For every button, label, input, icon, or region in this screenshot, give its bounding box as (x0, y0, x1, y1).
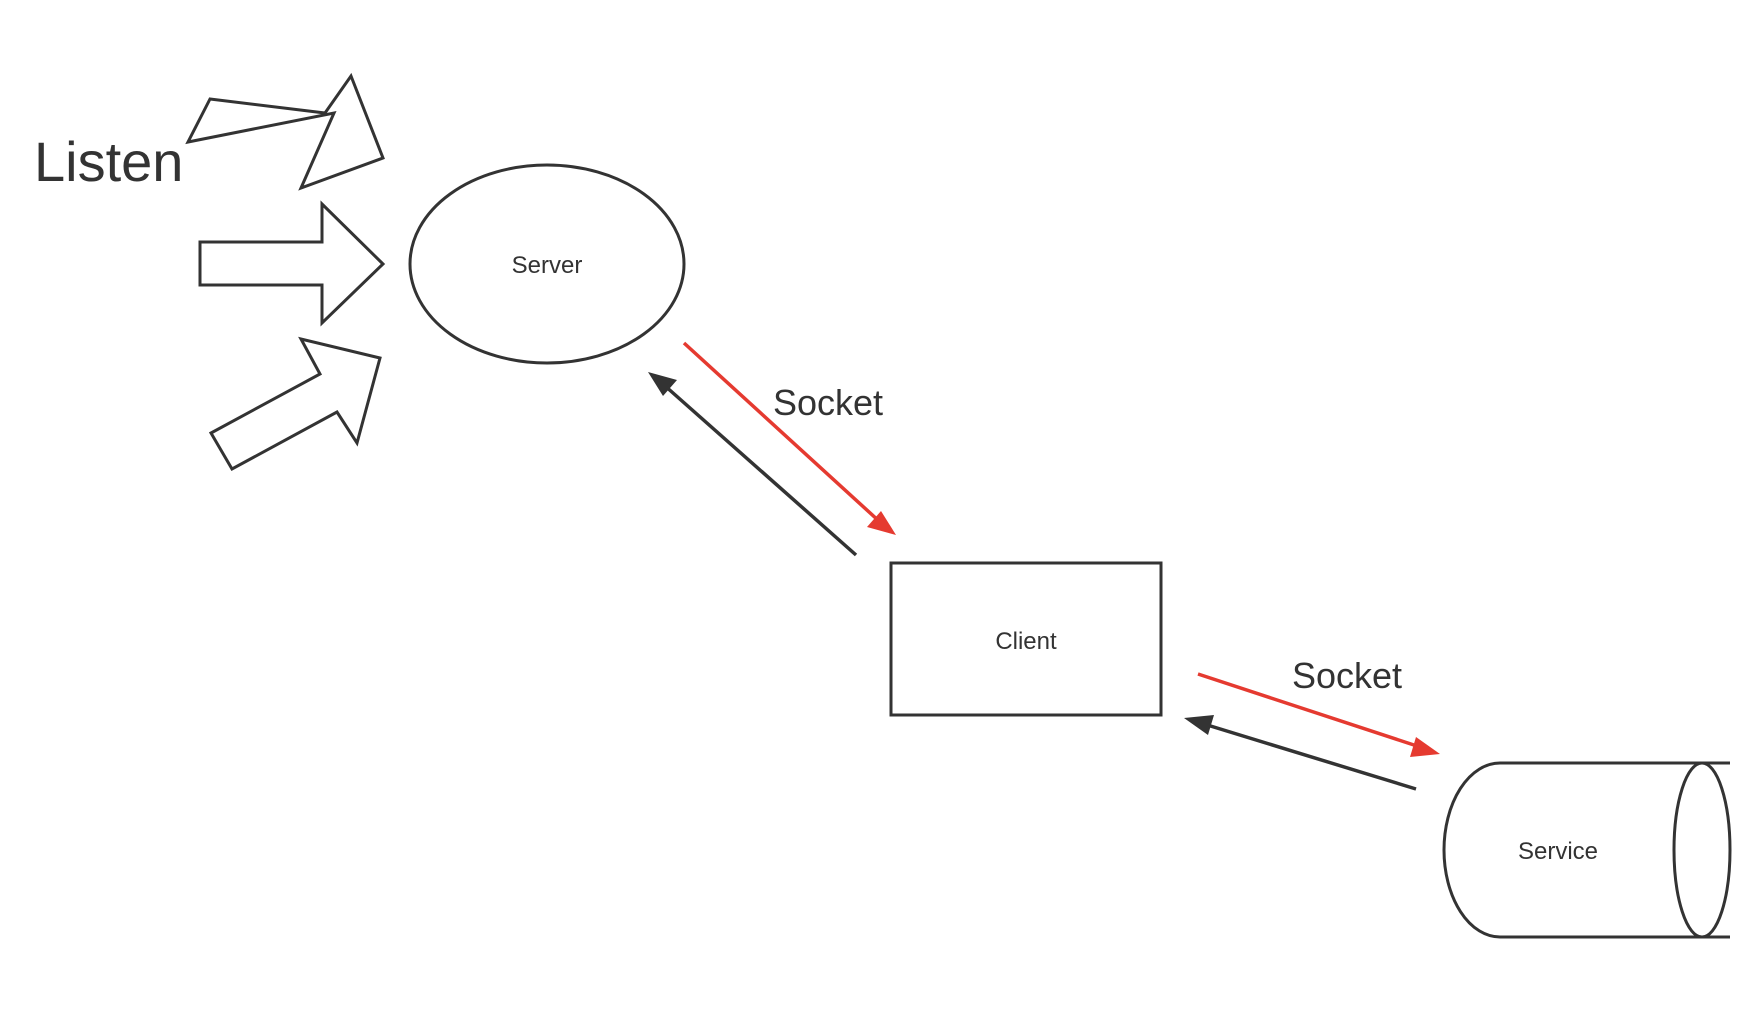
edge-server-to-client (682, 341, 896, 535)
listen-arrow-middle (198, 200, 386, 327)
service-label: Service (1518, 838, 1598, 865)
arrowhead-to-client-2 (1184, 715, 1214, 735)
listen-arrow-top (185, 72, 385, 191)
edge-line-client-server (662, 383, 858, 557)
edge-client-to-server (648, 372, 858, 557)
edge-client-to-service (1197, 672, 1440, 757)
arrowhead-to-client (867, 511, 896, 535)
service-cylinder-cap (1672, 761, 1732, 939)
listen-arrow-bottom (208, 336, 382, 472)
server-label: Server (512, 252, 583, 279)
server-ellipse (408, 163, 686, 365)
edge-label-socket-2: Socket (1292, 655, 1402, 696)
service-cylinder-body (1442, 761, 1730, 939)
server-node: Server (408, 163, 686, 365)
arrowhead-to-service (1410, 737, 1440, 757)
client-label: Client (995, 628, 1057, 655)
edge-service-to-client (1184, 715, 1417, 791)
edge-line-service-client (1203, 722, 1417, 791)
edge-line-server-client (682, 341, 882, 524)
listen-arrows (185, 72, 386, 472)
arrowhead-to-server (648, 372, 677, 396)
client-rect (889, 561, 1163, 717)
edge-label-socket-1: Socket (773, 382, 883, 423)
client-node: Client (889, 561, 1163, 717)
listen-label: Listen (34, 130, 183, 193)
service-node: Service (1442, 761, 1732, 939)
edge-line-client-service (1197, 672, 1421, 749)
